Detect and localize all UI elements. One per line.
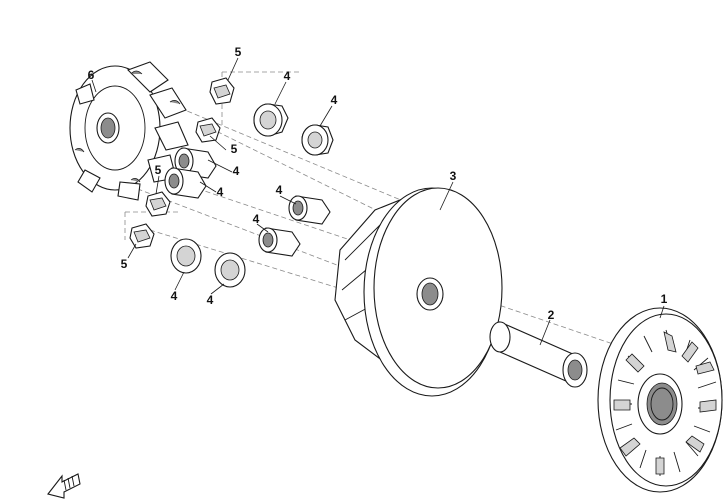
callout-labels: 1 2 3 4 4 4 4 4 4 4 4 5 5 5 5 6: [88, 45, 668, 322]
callout-part-4: 4: [233, 164, 240, 178]
part-4-roller-f: [258, 227, 301, 257]
callout-part-4: 4: [171, 289, 178, 303]
part-4-roller-a: [253, 103, 289, 137]
callout-part-5: 5: [155, 163, 162, 177]
part-3-movable-sheave: [334, 187, 503, 397]
part-5-slider-top: [209, 77, 235, 105]
callout-part-5: 5: [235, 45, 242, 59]
part-6-ramp-plate: [69, 61, 189, 201]
callout-part-4: 4: [253, 212, 260, 226]
part-2-sleeve: [489, 321, 588, 388]
callout-part-4: 4: [217, 185, 224, 199]
part-4-roller-e: [288, 195, 331, 225]
callout-part-4: 4: [276, 183, 283, 197]
part-5-slider-mid: [195, 117, 221, 143]
callout-part-4: 4: [207, 293, 214, 307]
callout-part-4: 4: [331, 93, 338, 107]
part-4-roller-h: [214, 252, 246, 288]
part-5-slider-lower: [145, 191, 171, 217]
callout-part-5: 5: [231, 142, 238, 156]
part-1-fixed-sheave: [597, 307, 723, 493]
callout-part-1: 1: [661, 292, 668, 306]
part-5-slider-bottom: [129, 223, 155, 249]
part-4-roller-b: [301, 124, 334, 156]
part-4-roller-d: [164, 167, 207, 199]
leader-lines: [91, 57, 665, 346]
part-4-roller-g: [170, 238, 202, 274]
front-direction-arrow-icon: [47, 473, 81, 499]
callout-part-5: 5: [121, 257, 128, 271]
callout-part-3: 3: [450, 169, 457, 183]
callout-part-4: 4: [284, 69, 291, 83]
callout-part-2: 2: [548, 308, 555, 322]
callout-part-6: 6: [88, 68, 95, 82]
